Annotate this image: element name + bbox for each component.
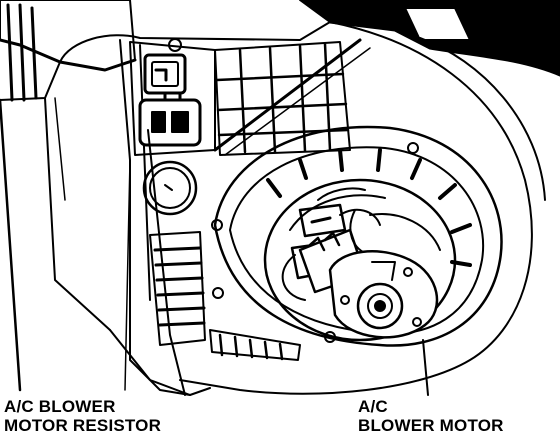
label-resistor-line1: A/C BLOWER — [4, 397, 116, 416]
upper-duct — [299, 0, 560, 77]
motor-flange — [211, 125, 503, 347]
grommet — [142, 160, 198, 216]
label-motor-line2: BLOWER MOTOR — [358, 416, 504, 435]
label-blower-motor-resistor: A/C BLOWER MOTOR RESISTOR — [4, 397, 161, 435]
upper-grille — [213, 38, 371, 156]
motor-hub — [328, 250, 439, 339]
resistor-bracket — [129, 38, 216, 156]
left-housing — [0, 0, 137, 392]
label-motor-line1: A/C — [358, 397, 388, 416]
leader-lines — [124, 129, 429, 396]
blower-case — [59, 21, 546, 396]
label-resistor-line2: MOTOR RESISTOR — [4, 416, 162, 435]
label-blower-motor: A/C BLOWER MOTOR — [358, 397, 504, 435]
lower-fins — [149, 231, 301, 361]
